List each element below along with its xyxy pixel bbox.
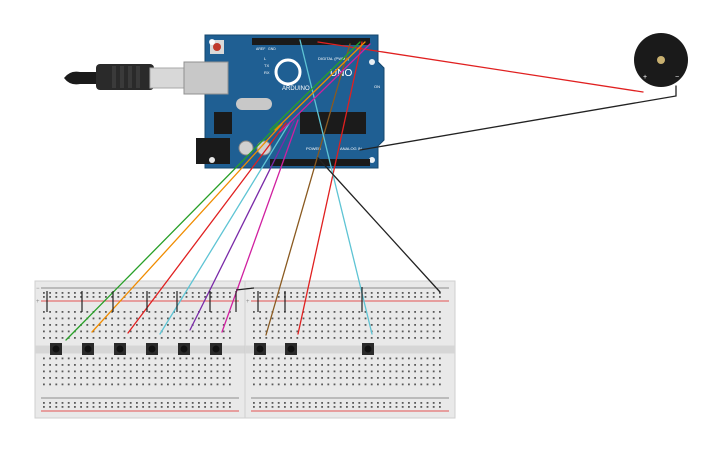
push-buttons — [50, 343, 374, 355]
buzzer-minus-label: − — [675, 74, 679, 81]
push-button-1[interactable] — [50, 343, 62, 355]
digital-label: DIGITAL (PWM~) — [318, 56, 350, 61]
usb-port — [183, 61, 229, 95]
tx-label: TX — [264, 63, 269, 68]
wire-orange-upper[interactable] — [274, 41, 366, 131]
breadboards: +−+− — [34, 280, 456, 419]
wire-green-upper[interactable] — [269, 41, 361, 131]
capacitor-2 — [256, 140, 272, 156]
power-label: POWER — [306, 146, 321, 151]
push-button-4[interactable] — [146, 343, 158, 355]
wire-gnd[interactable] — [317, 157, 441, 293]
analog-label: ANALOG IN — [340, 146, 362, 151]
wire-orange[interactable] — [91, 123, 283, 333]
capacitor-1 — [238, 140, 254, 156]
push-button-8[interactable] — [285, 343, 297, 355]
wire-magenta[interactable] — [221, 119, 299, 333]
piezo-buzzer[interactable]: + − — [634, 33, 688, 87]
breadboard-right[interactable]: +− — [244, 280, 456, 419]
on-label: ON — [374, 84, 380, 89]
push-button-3[interactable] — [114, 343, 126, 355]
wire-green[interactable] — [65, 124, 279, 341]
push-button-7[interactable] — [254, 343, 266, 355]
usb-cable[interactable] — [64, 64, 187, 90]
aref-label: AREF — [256, 47, 265, 51]
rail-plus-label: + — [36, 299, 40, 305]
buzzer-plus-label: + — [643, 74, 647, 81]
push-button-2[interactable] — [82, 343, 94, 355]
wire-buzzer-plus[interactable] — [317, 41, 644, 93]
push-button-5[interactable] — [178, 343, 190, 355]
rail-plus-label: + — [246, 299, 250, 305]
wire-buzzer-minus[interactable] — [359, 85, 677, 151]
digital-header — [252, 38, 370, 45]
push-button-9[interactable] — [362, 343, 374, 355]
board-logo: ARDUINO — [282, 86, 310, 92]
crystal — [236, 98, 272, 110]
wire-red-1[interactable] — [127, 122, 287, 334]
arduino-uno-board[interactable]: ARDUINO UNO DIGITAL (PWM~) POWER ANALOG … — [183, 34, 385, 169]
microcontroller-chip — [300, 112, 366, 134]
power-analog-header — [270, 159, 370, 166]
wire-red-2[interactable] — [297, 41, 363, 335]
jumper-rail-bridge[interactable] — [235, 287, 255, 291]
gnd-label: GND — [268, 47, 276, 51]
push-button-6[interactable] — [210, 343, 222, 355]
wire-brown[interactable] — [265, 43, 351, 336]
wire-purple[interactable] — [189, 120, 295, 331]
wire-magenta-upper[interactable] — [279, 43, 371, 133]
l-label: L — [264, 56, 267, 61]
wire-cyan-1[interactable] — [159, 121, 291, 335]
rail-minus-label: − — [36, 286, 40, 292]
wires — [46, 39, 677, 341]
rx-label: RX — [264, 70, 270, 75]
